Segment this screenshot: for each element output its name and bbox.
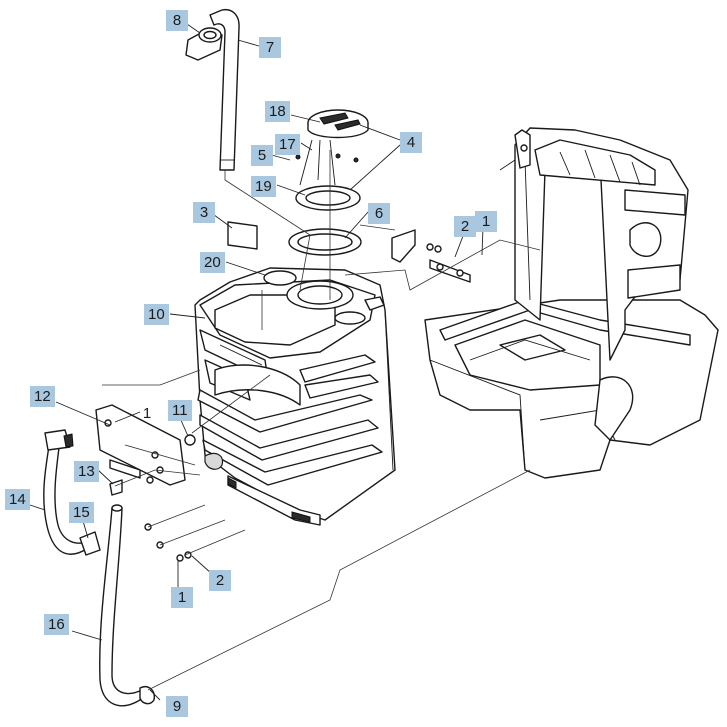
callout-part-12: 12 — [30, 386, 55, 407]
label-plate — [227, 221, 258, 250]
filler-cap — [185, 27, 223, 61]
callout-part-1-bottom: 1 — [171, 587, 193, 608]
callout-part-9: 9 — [166, 696, 188, 717]
callout-part-14: 14 — [5, 489, 30, 510]
sender-unit — [288, 139, 362, 256]
callout-part-17: 17 — [275, 134, 300, 155]
callout-part-3: 3 — [193, 202, 215, 223]
callout-part-19: 19 — [251, 176, 276, 197]
callout-part-4: 4 — [400, 132, 422, 153]
callout-part-20: 20 — [200, 252, 225, 273]
callout-part-16: 16 — [44, 614, 69, 635]
assembly-guides — [102, 150, 541, 691]
callout-part-2-bottom: 2 — [209, 570, 231, 591]
callout-part-11: 11 — [168, 400, 192, 421]
callout-part-6: 6 — [368, 203, 390, 224]
callout-part-13: 13 — [74, 461, 99, 482]
callout-part-7: 7 — [259, 37, 281, 58]
loose-fasteners — [144, 523, 192, 562]
callout-part-15: 15 — [69, 502, 94, 523]
tank-lid — [307, 109, 369, 139]
callout-part-1-top: 1 — [475, 211, 497, 232]
right-brackets — [391, 229, 471, 283]
callout-part-10: 10 — [144, 304, 169, 325]
left-bracket — [95, 404, 196, 486]
callout-part-18: 18 — [265, 101, 290, 122]
callout-part-8: 8 — [166, 10, 188, 31]
filler-pipe — [209, 8, 240, 171]
drain-hose — [43, 429, 101, 556]
tank-body — [194, 267, 396, 526]
chassis-frame — [424, 127, 719, 479]
fuel-hose — [99, 479, 155, 707]
callout-part-1-left: 1 — [142, 405, 152, 422]
callout-part-5: 5 — [251, 145, 273, 166]
callout-part-2-top: 2 — [454, 216, 476, 237]
leader-lines — [29, 21, 484, 701]
